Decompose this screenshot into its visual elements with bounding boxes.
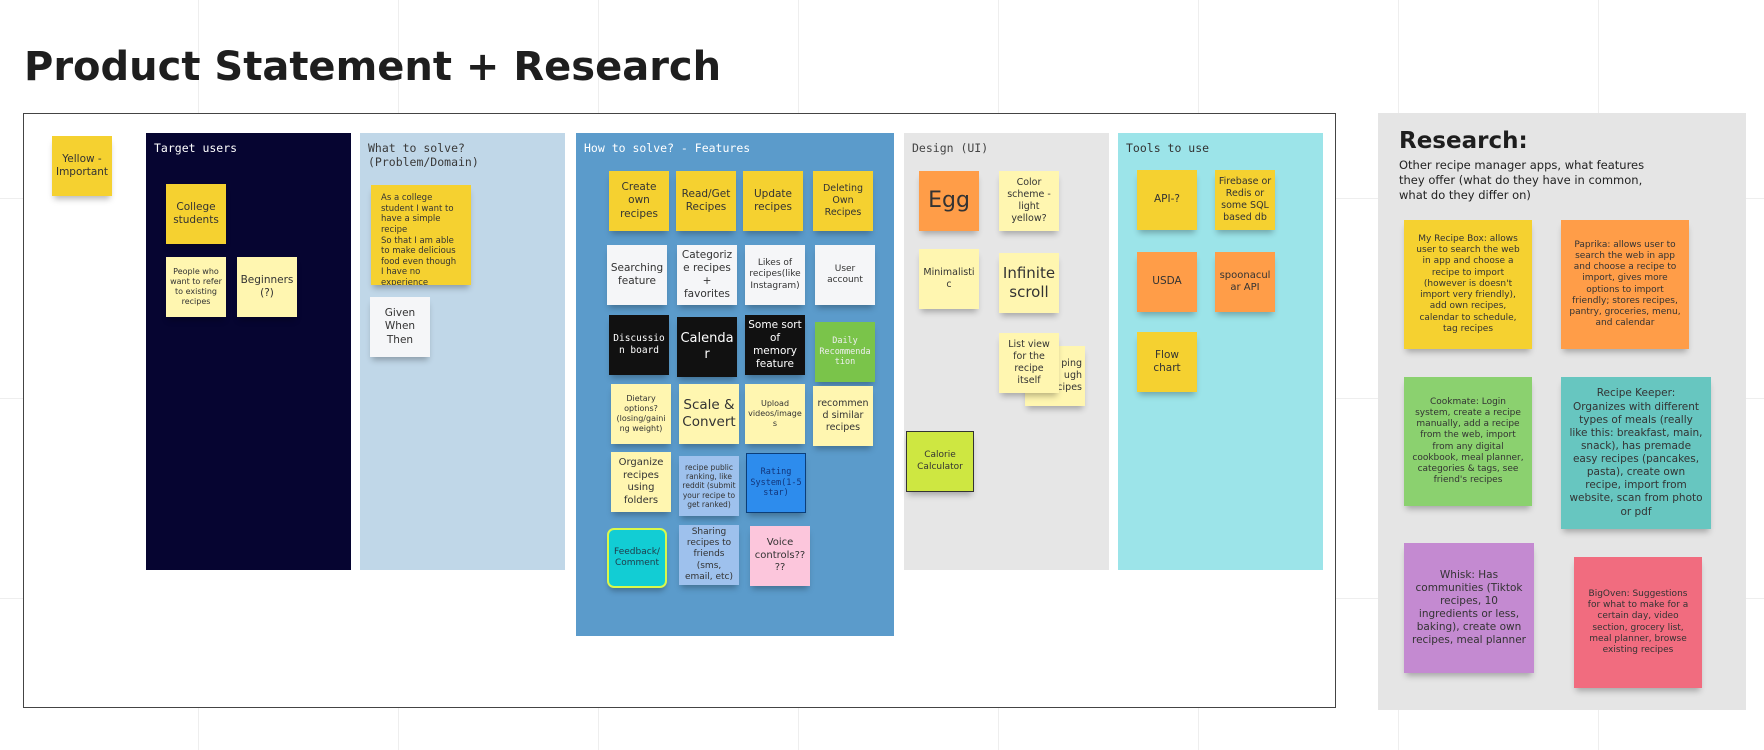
column-title: What to solve? (Problem/Domain) [368, 141, 479, 169]
sticky-note[interactable]: User account [815, 245, 875, 305]
sticky-note[interactable]: Update recipes [743, 171, 803, 231]
column-title: Design (UI) [912, 141, 989, 155]
sticky-note[interactable]: Searching feature [607, 245, 667, 305]
sticky-note[interactable]: Whisk: Has communities (Tiktok recipes, … [1404, 543, 1534, 673]
sticky-note[interactable]: API-? [1137, 170, 1197, 230]
sticky-note[interactable]: Upload videos/images [745, 384, 805, 444]
sticky-note[interactable]: Calorie Calculator [906, 431, 974, 492]
sticky-note[interactable]: Yellow - Important [52, 136, 112, 196]
sticky-note[interactable]: Rating System(1-5 star) [746, 453, 806, 513]
sticky-note[interactable]: recipe public ranking, like reddit (subm… [679, 456, 739, 516]
sticky-note[interactable]: Flow chart [1137, 332, 1197, 392]
sticky-note[interactable]: Given When Then [370, 297, 430, 357]
sticky-note[interactable]: Create own recipes [609, 171, 669, 231]
sticky-note[interactable]: Paprika: allows user to search the web i… [1561, 220, 1689, 349]
column-title: How to solve? - Features [584, 141, 751, 155]
sticky-note[interactable]: People who want to refer to existing rec… [166, 257, 226, 317]
sticky-note[interactable]: Sharing recipes to friends (sms, email, … [679, 525, 739, 585]
sticky-note[interactable]: Color scheme - light yellow? [999, 171, 1059, 231]
sticky-note[interactable]: Some sort of memory feature [745, 315, 805, 375]
sticky-note[interactable]: Voice controls???? [750, 526, 810, 586]
sticky-note[interactable]: Infinite scroll [999, 253, 1059, 313]
sticky-note[interactable]: Discussion board [609, 315, 669, 375]
board-title: Product Statement + Research [24, 44, 722, 90]
sticky-note[interactable]: spoonacular API [1215, 252, 1275, 312]
research-subheading: Other recipe manager apps, what features… [1399, 158, 1645, 202]
sticky-note[interactable]: Dietary options? (losing/gaining weight) [611, 384, 671, 444]
sticky-note[interactable]: Organize recipes using folders [611, 452, 671, 512]
sticky-note[interactable]: My Recipe Box: allows user to search the… [1404, 220, 1532, 349]
sticky-note[interactable]: BigOven: Suggestions for what to make fo… [1574, 557, 1702, 688]
column-title: Target users [154, 141, 238, 155]
sticky-note[interactable]: USDA [1137, 252, 1197, 312]
sticky-note[interactable]: Recipe Keeper: Organizes with different … [1561, 377, 1711, 529]
sticky-note[interactable]: Read/Get Recipes [676, 171, 736, 231]
sticky-note[interactable]: As a college student I want to have a si… [371, 185, 471, 285]
sticky-note[interactable]: Scale & Convert [679, 384, 739, 444]
sticky-note[interactable]: Egg [919, 171, 979, 231]
sticky-note[interactable]: Firebase or Redis or some SQL based db [1215, 170, 1275, 230]
sticky-note[interactable]: Beginners (?) [237, 257, 297, 317]
sticky-note[interactable]: Likes of recipes(like Instagram) [745, 245, 805, 305]
sticky-note[interactable]: Calendar [677, 317, 737, 377]
sticky-note[interactable]: Daily Recommendation [815, 322, 875, 382]
column-title: Tools to use [1126, 141, 1210, 155]
sticky-note[interactable]: recommend similar recipes [813, 386, 873, 446]
sticky-note[interactable]: Feedback/ Comment [607, 528, 667, 588]
sticky-note[interactable]: Deleting Own Recipes [813, 171, 873, 231]
research-heading: Research: [1399, 128, 1528, 154]
sticky-note[interactable]: College students [166, 184, 226, 244]
sticky-note[interactable]: Cookmate: Login system, create a recipe … [1404, 377, 1532, 506]
sticky-note[interactable]: List view for the recipe itself [999, 333, 1059, 393]
sticky-note[interactable]: Categorize recipes + favorites [677, 245, 737, 305]
sticky-note[interactable]: Minimalistic [919, 249, 979, 309]
